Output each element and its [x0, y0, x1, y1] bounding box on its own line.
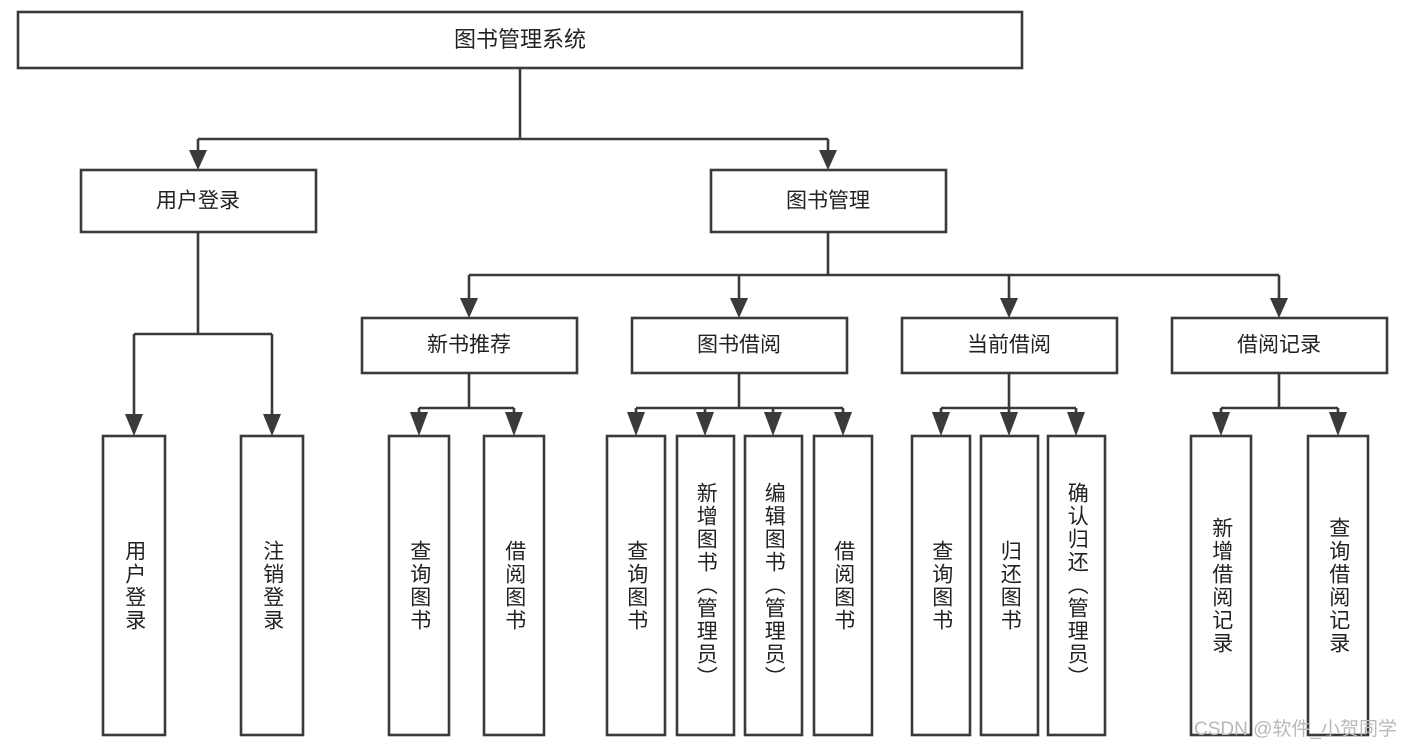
- node-book-management-box[interactable]: [709, 168, 948, 234]
- node-leaf-query-record-box[interactable]: [1306, 434, 1370, 737]
- arrow-head-leaf-add-record: [1212, 412, 1230, 436]
- node-leaf-edit-book-box[interactable]: [743, 434, 804, 737]
- node-leaf-user-login-box[interactable]: [101, 434, 167, 737]
- connector-group-book-management: [460, 232, 1288, 318]
- arrow-head-leaf-edit-book: [764, 412, 782, 436]
- node-leaf-confirm-return-box[interactable]: [1046, 434, 1107, 737]
- connector-group-borrow-record: [1212, 373, 1347, 436]
- arrow-head-new-book-recommend: [460, 298, 478, 318]
- arrow-head-leaf-logout-login: [263, 414, 281, 436]
- connector-group-user-login: [125, 232, 281, 436]
- node-root-label: 图书管理系统: [454, 27, 586, 52]
- node-new-book-recommend[interactable]: 新书推荐: [360, 316, 579, 375]
- arrow-head-current-borrow: [1000, 298, 1018, 318]
- arrow-head-leaf-query-record: [1329, 412, 1347, 436]
- arrow-head-leaf-query-book-2: [627, 412, 645, 436]
- node-current-borrow[interactable]: 当前借阅: [900, 316, 1119, 375]
- node-book-borrow-label: 图书借阅: [697, 334, 781, 357]
- node-leaf-add-record-box[interactable]: [1189, 434, 1253, 737]
- arrow-head-leaf-add-book: [696, 412, 714, 436]
- arrow-head-leaf-query-book-1: [410, 412, 428, 436]
- node-leaf-logout-login-box[interactable]: [239, 434, 305, 737]
- node-leaf-query-book-3-box[interactable]: [910, 434, 972, 737]
- node-current-borrow-box[interactable]: [900, 316, 1119, 375]
- arrow-head-leaf-return-book: [1000, 412, 1018, 436]
- arrow-head-book-borrow: [730, 298, 748, 318]
- node-new-book-recommend-label: 新书推荐: [427, 334, 511, 357]
- connector-group-current-borrow: [932, 373, 1085, 436]
- connector-group-book-borrow: [627, 373, 852, 436]
- connector-group-new-book-recommend: [410, 373, 523, 436]
- node-book-management-label: 图书管理: [786, 190, 870, 213]
- node-leaf-query-book-2-box[interactable]: [605, 434, 667, 737]
- arrow-head-leaf-query-book-3: [932, 412, 950, 436]
- arrow-head-book-management: [819, 150, 837, 170]
- node-book-borrow[interactable]: 图书借阅: [630, 316, 849, 375]
- node-leaf-borrow-book-2-box[interactable]: [812, 434, 874, 737]
- csdn-watermark: CSDN @软件_小贺同学: [1194, 719, 1397, 740]
- arrow-head-leaf-borrow-book-2: [834, 412, 852, 436]
- node-book-management[interactable]: 图书管理: [709, 168, 948, 234]
- node-leaf-add-book-box[interactable]: [675, 434, 736, 737]
- node-root[interactable]: 图书管理系统: [16, 10, 1024, 70]
- node-root-box[interactable]: [16, 10, 1024, 70]
- node-borrow-record-box[interactable]: [1170, 316, 1389, 375]
- node-borrow-record-label: 借阅记录: [1237, 334, 1321, 357]
- node-user-login[interactable]: 用户登录: [79, 168, 318, 234]
- node-user-login-label: 用户登录: [156, 190, 240, 213]
- arrow-head-user-login: [189, 150, 207, 170]
- node-leaf-return-book-box[interactable]: [979, 434, 1040, 737]
- arrow-head-leaf-user-login: [125, 414, 143, 436]
- arrow-head-borrow-record: [1270, 298, 1288, 318]
- arrow-head-leaf-borrow-book-1: [505, 412, 523, 436]
- node-new-book-recommend-box[interactable]: [360, 316, 579, 375]
- node-current-borrow-label: 当前借阅: [967, 334, 1051, 357]
- node-leaf-query-book-1-box[interactable]: [387, 434, 451, 737]
- node-user-login-box[interactable]: [79, 168, 318, 234]
- arrow-head-leaf-confirm-return: [1067, 412, 1085, 436]
- connector-group-root: [189, 68, 837, 170]
- node-book-borrow-box[interactable]: [630, 316, 849, 375]
- node-leaf-borrow-book-1-box[interactable]: [482, 434, 546, 737]
- node-borrow-record[interactable]: 借阅记录: [1170, 316, 1389, 375]
